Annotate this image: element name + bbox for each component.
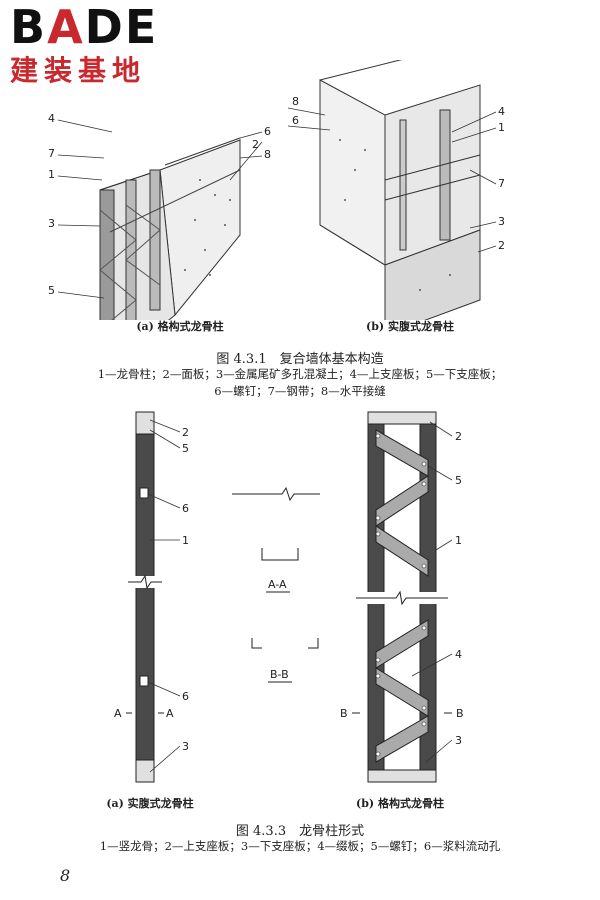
callout-a-2: 2 [252,138,259,151]
callout-a-4: 4 [48,112,55,125]
figure2b-stud [352,411,452,783]
cut-marker-b-right: B [456,707,464,720]
figure2a-stud [126,411,164,783]
page-number: 8 [60,866,71,885]
cut-marker-b-left: B [340,707,348,720]
figure2-legend: 1—竖龙骨；2—上支座板；3—下支座板；4—缀板；5—螺钉；6—浆料流动孔 [99,839,501,853]
callout-a-1: 1 [48,168,55,181]
callout-2b-4: 4 [455,648,462,661]
brand-subtitle: 建装基地 [10,54,147,87]
cut-marker-a-left: A [114,707,122,720]
callout-a-8: 8 [264,148,271,161]
callout-2a-3: 3 [182,740,189,753]
figure1-legend-line1: 1—龙骨柱；2—面板；3—金属尾矿多孔混凝土；4—上支座板；5—下支座板； [97,367,503,381]
figure1-drawing: 6 8 4 2 7 1 3 5 8 6 4 1 7 [48,60,505,320]
cut-marker-a-right: A [166,707,174,720]
callout-2a-6-top: 6 [182,502,189,515]
figure2-section-labels: A-A B-B [266,578,292,683]
figure2-subcaption-a: (a) 实腹式龙骨柱 [106,797,194,810]
callout-a-3: 3 [48,217,55,230]
figure1b-callouts: 8 6 4 1 7 3 2 [292,95,505,252]
figure2a-callouts: 2 5 6 1 6 3 A A [114,426,189,753]
figure2-title: 图 4.3.3 龙骨柱形式 [235,824,365,839]
callout-a-7: 7 [48,147,55,160]
figure2-subcaption-b: (b) 格构式龙骨柱 [356,797,444,810]
figure1-legend-line2: 6—螺钉；7—钢带；8—水平接缝 [214,384,386,398]
callout-2b-2: 2 [455,430,462,443]
callout-2b-5: 5 [455,474,462,487]
callout-b-1: 1 [498,121,505,134]
brand-logo: BADE [10,0,159,54]
callout-2b-3: 3 [455,734,462,747]
figure2b-callouts: 2 5 1 4 3 B B [340,430,464,747]
callout-2b-1: 1 [455,534,462,547]
callout-2a-5: 5 [182,442,189,455]
figure1a-callouts: 6 8 4 2 7 1 3 5 [48,112,271,297]
callout-a-5: 5 [48,284,55,297]
section-bb-label: B-B [270,668,289,681]
callout-2a-1: 1 [182,534,189,547]
callout-2a-6-bottom: 6 [182,690,189,703]
figure2-drawing: 2 5 6 1 6 3 A A A-A B-B [114,411,464,783]
figure1b-wall [319,60,481,320]
callout-b-8: 8 [292,95,299,108]
figure1-subcaption-b: (b) 实腹式龙骨柱 [366,320,454,333]
callout-2a-2: 2 [182,426,189,439]
callout-b-3: 3 [498,215,505,228]
callout-b-6: 6 [292,114,299,127]
figure1-title: 图 4.3.1 复合墙体基本构造 [216,352,384,367]
callout-b-2: 2 [498,239,505,252]
callout-b-7: 7 [498,177,505,190]
callout-a-6: 6 [264,125,271,138]
callout-b-4: 4 [498,105,505,118]
section-aa-label: A-A [268,578,287,591]
figure2-sections [232,486,320,649]
figure1a-wall [99,137,241,320]
figure1-subcaption-a: (a) 格构式龙骨柱 [136,320,224,333]
